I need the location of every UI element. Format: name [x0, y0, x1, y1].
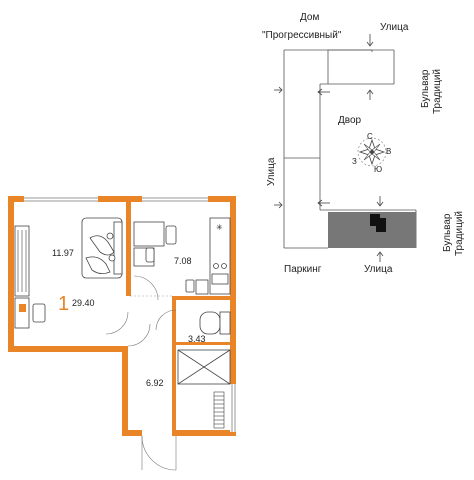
- street-left-label: Улица: [266, 157, 277, 186]
- dining-table: [133, 221, 177, 267]
- yard-label: Двор: [338, 115, 362, 126]
- compass-south: Ю: [374, 165, 382, 174]
- street-top-label: Улица: [380, 22, 409, 33]
- svg-text:✳: ✳: [216, 223, 223, 232]
- outer-walls: [8, 196, 236, 436]
- kitchen-counter: ✳: [185, 217, 231, 295]
- total-area: 29.40: [72, 298, 95, 308]
- boulevard-2-line1: Бульвар: [442, 213, 453, 252]
- boulevard-1-line1: Бульвар: [420, 69, 431, 108]
- apartment-marker: [370, 214, 386, 232]
- entry-arrows: [274, 34, 384, 262]
- compass-west: З: [352, 157, 357, 166]
- interior-walls: [126, 196, 232, 436]
- rooms-count: 1: [58, 293, 69, 315]
- parking-label: Паркинг: [284, 264, 322, 275]
- house-label-line2: "Прогрессивный": [262, 30, 342, 41]
- room-area-hallway: 6.92: [146, 378, 164, 388]
- door-swings: [105, 275, 177, 471]
- apartment-plan: ✳: [8, 196, 236, 471]
- compass-icon: С Ю З В: [352, 132, 391, 174]
- site-plan: С Ю З В Дом "Прогрессивный" Улица Двор П…: [262, 12, 465, 275]
- room-area-kitchen: 7.08: [174, 256, 192, 266]
- compass-north: С: [367, 132, 373, 141]
- room-area-living: 11.97: [52, 248, 74, 258]
- house-label-line1: Дом: [300, 12, 319, 23]
- boulevard-1-line2: Традиций: [432, 69, 443, 114]
- sofa: [81, 217, 123, 279]
- boulevard-2-line2: Традиций: [454, 211, 465, 256]
- wardrobe: [14, 225, 30, 297]
- desk: [14, 297, 46, 329]
- building-outline: [283, 49, 417, 249]
- windows: [24, 197, 236, 432]
- street-bottom-label: Улица: [364, 264, 393, 275]
- radiator: [213, 391, 225, 429]
- room-area-bathroom: 3.43: [188, 334, 206, 344]
- bathroom-fixtures: [177, 311, 231, 385]
- compass-east: В: [386, 147, 391, 156]
